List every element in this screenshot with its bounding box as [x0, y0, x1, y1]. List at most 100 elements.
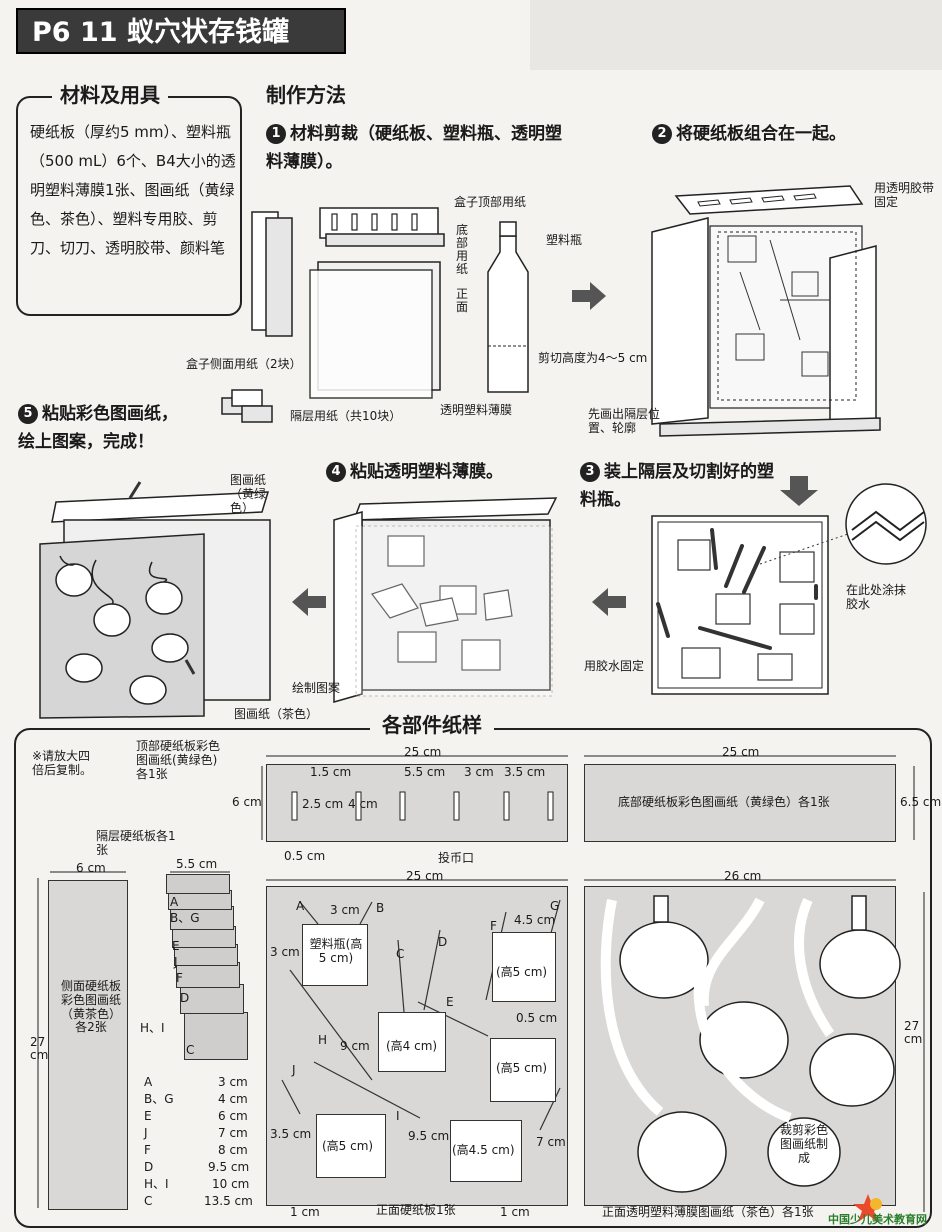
front-letter: E: [446, 995, 454, 1009]
shelf-list-value: 13.5 cm: [204, 1194, 253, 1208]
shelf-list-key: A: [144, 1075, 153, 1089]
side-height: 27 cm: [30, 1035, 49, 1062]
label-glue-fix: 用胶水固定: [584, 659, 645, 673]
front-dim: 0.5 cm: [516, 1011, 558, 1025]
bottle-slot-label: 塑料瓶(高5 cm): [309, 937, 363, 965]
top-board-label: 顶部硬纸板彩色图画纸(黄绿色)各1张: [136, 739, 221, 781]
shelf-list-value: 10 cm: [212, 1177, 250, 1191]
bottle-slot-label: (高4 cm): [386, 1039, 438, 1053]
shelf-list-value: 8 cm: [218, 1143, 248, 1157]
top-dim: 5.5 cm: [404, 765, 446, 779]
bottle-slot-label: (高4.5 cm): [452, 1143, 515, 1157]
top-dim: 0.5 cm: [284, 849, 326, 863]
bottle-slot-label: (高5 cm): [496, 1061, 548, 1075]
film-paper-label: 正面透明塑料薄膜图画纸（茶色）各1张: [602, 1205, 814, 1219]
page-title: P6 11 蚁穴状存钱罐: [16, 8, 346, 54]
side-width: 6 cm: [76, 861, 106, 875]
front-letter: G: [550, 899, 560, 913]
front-width: 25 cm: [406, 869, 444, 883]
front-letter: I: [396, 1109, 400, 1123]
front-letter: A: [296, 899, 305, 913]
bottom-board-pattern: [584, 764, 896, 842]
label-paper-green: 图画纸（黄绿色）: [230, 473, 267, 515]
front-letter: D: [438, 935, 448, 949]
watermark-text: 中国少儿美术教育网: [828, 1213, 927, 1226]
bottle-slot: [450, 1120, 522, 1182]
shelf-list-key: B、G: [144, 1092, 174, 1106]
front-letter: H: [318, 1033, 328, 1047]
front-letter: J: [292, 1063, 296, 1077]
label-draw-pattern: 绘制图案: [292, 681, 341, 695]
cut-note: 裁剪彩色图画纸制成: [779, 1123, 828, 1165]
front-board-label: 正面硬纸板1张: [376, 1203, 456, 1217]
step-number: 5: [18, 404, 38, 424]
side-board-pattern: [48, 880, 128, 1210]
step-number: 2: [652, 124, 672, 144]
shelf-letter: A: [170, 895, 179, 909]
shelf-letter: H、I: [140, 1021, 165, 1035]
front-dim: 3 cm: [330, 903, 360, 917]
patterns-heading: 各部件纸样: [370, 714, 494, 737]
front-dim: 7 cm: [536, 1135, 566, 1149]
bottle-slot-label: (高5 cm): [496, 965, 548, 979]
materials-text: 硬纸板（厚约5 mm）、塑料瓶（500 mL）6个、B4大小的透明塑料薄膜1张、…: [30, 123, 236, 257]
label-bottom: 底部用纸: [456, 223, 469, 276]
shelf-letter: J: [174, 955, 178, 969]
front-letter: F: [490, 919, 497, 933]
shelf-list-value: 6 cm: [218, 1109, 248, 1123]
label-paper-brown: 图画纸（茶色）: [234, 707, 319, 721]
bleed-through-decoration: [530, 0, 942, 70]
top-board-height: 6 cm: [232, 795, 262, 809]
film-width: 26 cm: [724, 869, 762, 883]
bottle-slot: [302, 924, 368, 986]
front-dim: 1 cm: [500, 1205, 530, 1219]
shelf-letter: F: [176, 971, 183, 985]
front-dim: 9.5 cm: [408, 1129, 450, 1143]
shelf-list-key: D: [144, 1160, 154, 1174]
front-letter: B: [376, 901, 385, 915]
step-text: 粘贴透明塑料薄膜。: [350, 462, 503, 482]
label-front: 正面: [456, 287, 469, 314]
step-number: 1: [266, 124, 286, 144]
shelf-letter: D: [180, 991, 190, 1005]
front-dim: 3 cm: [270, 945, 300, 959]
top-dim: 3 cm: [464, 765, 494, 779]
step-number: 4: [326, 462, 346, 482]
step-text: 将硬纸板组合在一起。: [676, 124, 846, 144]
shelf-list-key: E: [144, 1109, 152, 1123]
shelf-list-value: 3 cm: [218, 1075, 248, 1089]
step-number: 3: [580, 462, 600, 482]
shelf-letter: E: [172, 939, 180, 953]
label-film: 透明塑料薄膜: [440, 403, 513, 417]
shelf-board: [170, 906, 234, 930]
top-dim: 1.5 cm: [310, 765, 352, 779]
shelf-list-value: 9.5 cm: [208, 1160, 250, 1174]
shelf-label: 隔层硬纸板各1张: [96, 829, 176, 857]
shelf-list-key: C: [144, 1194, 153, 1208]
front-dim: 3.5 cm: [270, 1127, 312, 1141]
method-heading: 制作方法: [266, 83, 346, 107]
shelf-list-key: F: [144, 1143, 151, 1157]
step-text: 粘贴彩色图画纸，绘上图案，完成！: [18, 404, 178, 452]
top-board-pattern: [266, 764, 568, 842]
label-tape: 用透明胶带固定: [874, 181, 935, 209]
shelf-width: 5.5 cm: [176, 857, 218, 871]
step-text: 材料剪裁（硬纸板、塑料瓶、透明塑料薄膜）。: [266, 124, 562, 172]
shelf-letter: C: [186, 1043, 195, 1057]
materials-heading: 材料及用具: [52, 84, 168, 107]
shelf-list-value: 4 cm: [218, 1092, 248, 1106]
step-text: 装上隔层及切割好的塑料瓶。: [580, 462, 774, 510]
bottle-slot: [378, 1012, 446, 1072]
